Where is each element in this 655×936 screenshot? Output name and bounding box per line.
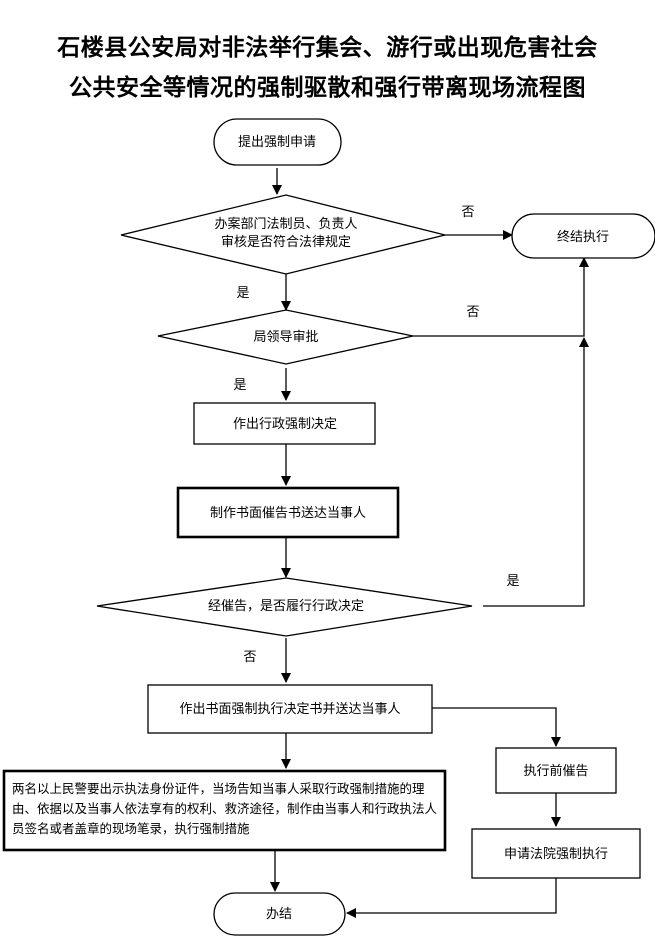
label-review-yes: 是 <box>236 286 249 301</box>
node-measures <box>2 769 447 852</box>
title-line-2: 公共安全等情况的强制驱散和强行带离现场流程图 <box>69 75 586 101</box>
label-comply-no: 否 <box>243 650 256 665</box>
title-line-1: 石楼县公安局对非法举行集会、游行或出现危害社会 <box>57 35 598 61</box>
node-approve <box>157 309 414 365</box>
label-approve-yes: 是 <box>233 378 246 393</box>
node-court-label: 申请法院强制执行 <box>504 847 608 862</box>
node-court <box>471 828 641 879</box>
node-written-label: 作出书面强制执行决定书并送达当事人 <box>179 702 400 717</box>
node-decision-label: 作出行政强制决定 <box>233 417 337 432</box>
node-notice-label: 制作书面催告书送达当事人 <box>210 506 366 521</box>
node-review-label-2: 审核是否符合法律规定 <box>221 234 351 250</box>
node-comply <box>96 577 473 637</box>
node-notice <box>176 486 400 539</box>
edge-comply-end <box>483 337 589 607</box>
node-comply-label: 经催告，是否履行行政决定 <box>208 599 364 614</box>
node-review-label-1: 办案部门法制员、负责人 <box>214 217 357 232</box>
node-done <box>213 892 346 936</box>
connectors <box>270 168 589 918</box>
node-start-label: 提出强制申请 <box>238 134 316 150</box>
node-written <box>147 684 433 734</box>
edge-approve-end <box>413 257 589 337</box>
node-approve-label: 局领导审批 <box>253 330 318 345</box>
node-review <box>120 194 446 275</box>
node-start <box>213 118 342 166</box>
node-measures-text: 两名以上民警要出示执法身份证件，当场告知当事人采取行政强制措施的理由、依据以及当… <box>12 781 438 836</box>
node-decision <box>193 402 376 445</box>
label-comply-yes: 是 <box>506 574 519 589</box>
edge-court-done <box>346 878 557 918</box>
node-pre-notice <box>495 747 617 794</box>
node-done-label: 办结 <box>266 907 292 922</box>
node-end-exec <box>511 213 655 259</box>
node-pre-notice-label: 执行前催告 <box>523 763 588 779</box>
label-review-no: 否 <box>461 205 474 220</box>
node-end-exec-label: 终结执行 <box>557 229 609 245</box>
label-approve-no: 否 <box>466 305 479 320</box>
edge-written-prenotice <box>432 707 561 747</box>
page-title: 石楼县公安局对非法举行集会、游行或出现危害社会 公共安全等情况的强制驱散和强行带… <box>0 28 655 108</box>
